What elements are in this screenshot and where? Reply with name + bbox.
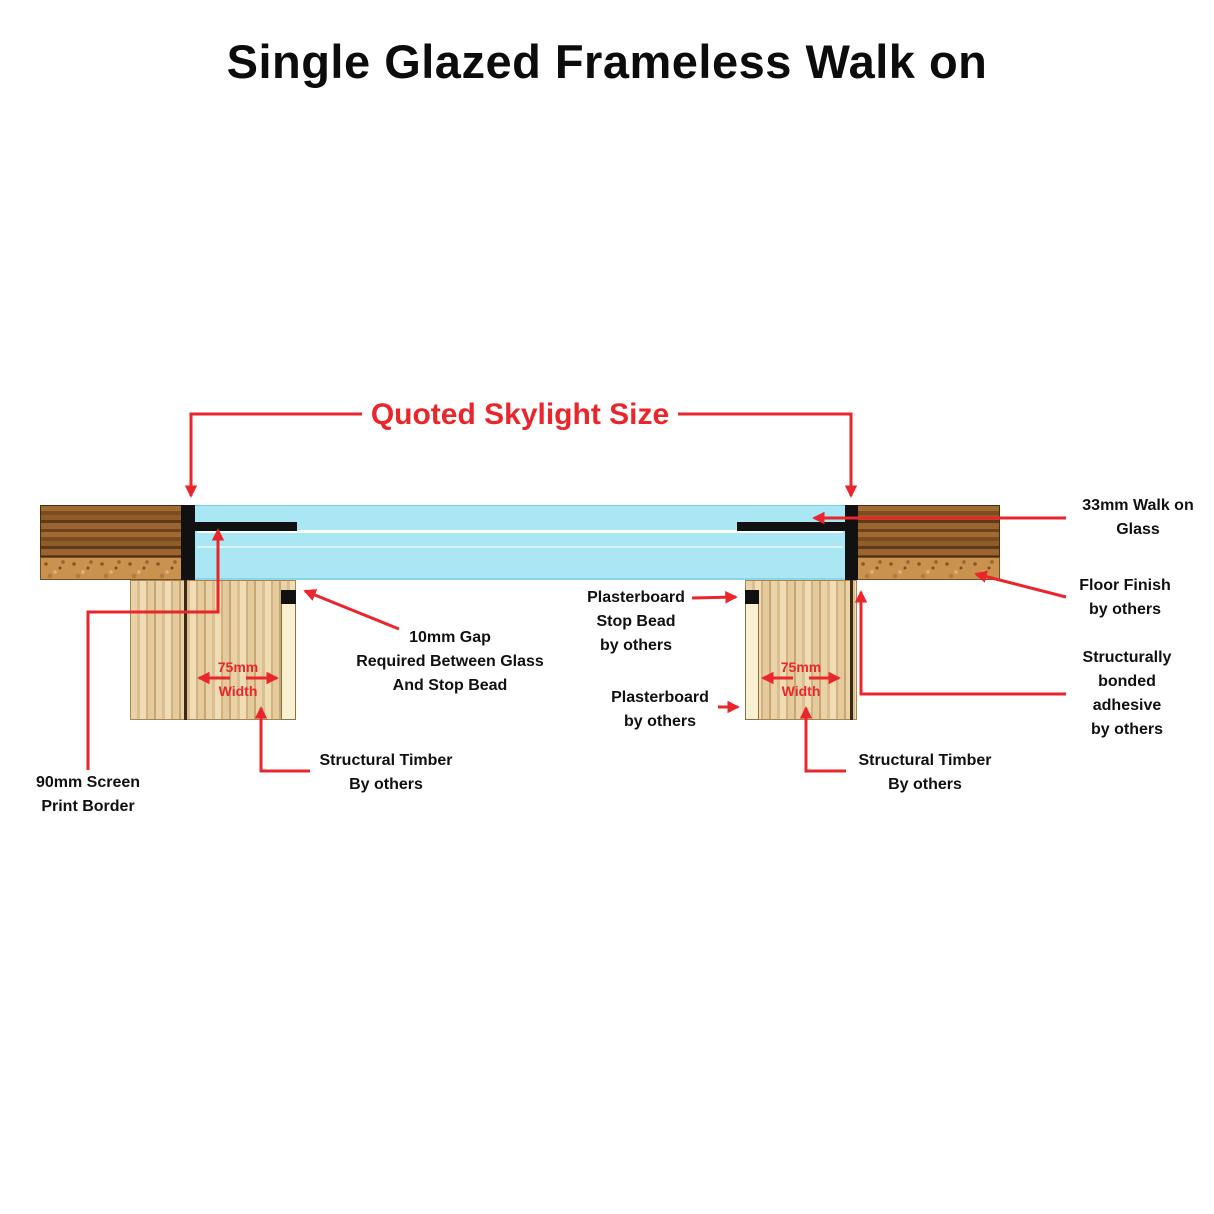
screen-print-label: 90mm Screen Print Border xyxy=(35,774,141,815)
dim-75mm-right: 75mm Width xyxy=(780,659,822,699)
adhesive-leader xyxy=(854,590,1066,696)
adhesive-label: Structurally bonded adhesive by others xyxy=(1082,649,1172,738)
timber-joint-line-left xyxy=(184,580,187,720)
structural-timber-left xyxy=(130,580,296,720)
cork-layer-right xyxy=(857,557,1000,580)
glass-lamination-line-2 xyxy=(197,546,843,548)
quoted-skylight-size-label: Quoted Skylight Size xyxy=(370,398,670,431)
stop-bead-left xyxy=(281,590,296,604)
glass-lamination-line xyxy=(197,530,843,533)
stop-bead-right xyxy=(745,590,759,604)
screen-print-border-left xyxy=(195,522,297,531)
plasterboard-label: Plasterboard by others xyxy=(611,689,709,730)
structural-timber-left-label: Structural Timber By others xyxy=(319,752,453,793)
cork-layer-left xyxy=(40,557,185,580)
floor-finish-label: Floor Finish by others xyxy=(1079,577,1171,618)
adhesive-strip-left xyxy=(181,505,195,580)
dim-75mm-left: 75mm Width xyxy=(217,659,259,699)
floor-finish-left xyxy=(40,505,185,557)
plasterboard-left xyxy=(281,590,296,720)
adhesive-strip-right xyxy=(845,505,858,580)
screen-print-border-right xyxy=(737,522,845,531)
gap-label: 10mm Gap Required Between Glass And Stop… xyxy=(356,629,544,694)
walk-on-glass-label: 33mm Walk on Glass xyxy=(1082,497,1194,538)
walk-on-glass-panel xyxy=(185,505,857,580)
quoted-size-arrow-left xyxy=(184,412,362,498)
floor-finish-right xyxy=(857,505,1000,557)
page-title: Single Glazed Frameless Walk on xyxy=(226,35,988,88)
quoted-size-arrow-right xyxy=(678,412,858,498)
structural-timber-right-label: Structural Timber By others xyxy=(858,752,992,793)
plasterboard-right xyxy=(745,590,759,720)
timber-joint-line-right xyxy=(850,580,853,720)
gap-leader xyxy=(303,589,400,631)
stop-bead-label: Plasterboard Stop Bead by others xyxy=(587,589,685,654)
